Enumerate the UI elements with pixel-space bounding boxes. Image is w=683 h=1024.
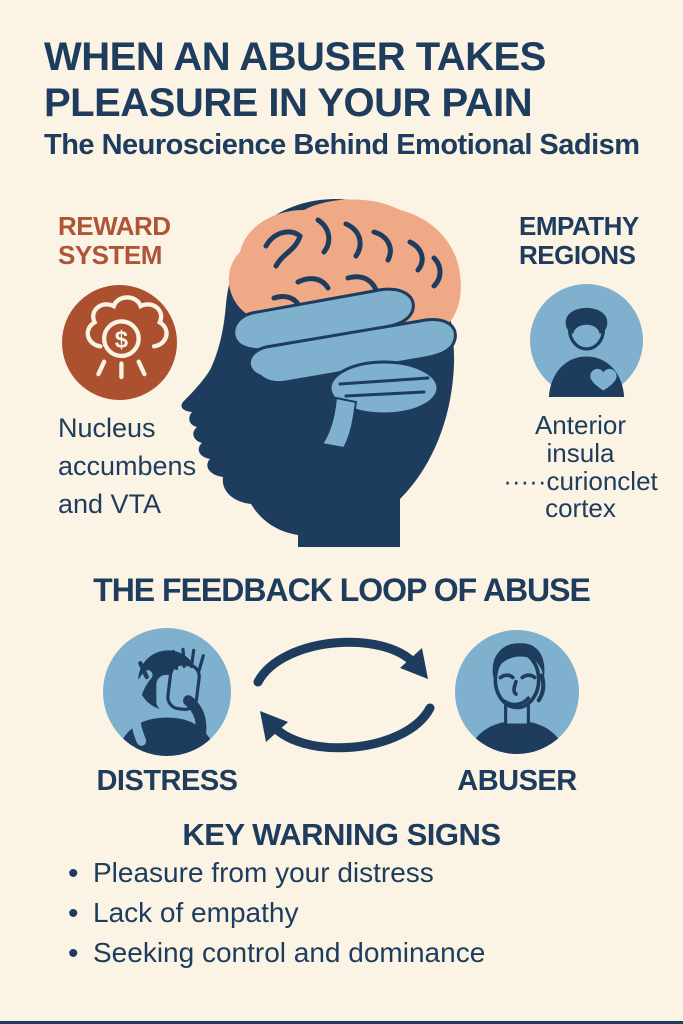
- head-profile-brain-illustration: [178, 198, 482, 547]
- empathy-regions-heading: EMPATHY REGIONS: [519, 211, 639, 271]
- distressed-person-icon: [103, 628, 231, 756]
- brain-reward-dollar-icon: $: [62, 285, 177, 400]
- warning-list-item: Lack of empathy: [60, 897, 620, 930]
- empathy-caption-line: cortex: [545, 493, 616, 524]
- abuser-label: ABUSER: [457, 765, 577, 797]
- svg-text:$: $: [115, 326, 128, 353]
- warning-list-item: Seeking control and dominance: [60, 937, 620, 970]
- bottom-edge-divider: [0, 1021, 683, 1024]
- empathy-caption-line: Anterior: [534, 410, 627, 440]
- feedback-loop-heading: THE FEEDBACK LOOP OF ABUSE: [93, 572, 591, 608]
- empathy-regions-caption: Anterior insula ·····curionclet cortex: [478, 410, 683, 524]
- reward-system-heading: REWARD SYSTEM: [58, 211, 171, 271]
- cycle-arrows-icon: [247, 622, 441, 768]
- reward-regions-caption: Nucleus accumbens and VTA: [58, 413, 197, 519]
- empathy-caption-line: ·····curionclet: [503, 465, 658, 496]
- person-heart-icon: [530, 284, 643, 397]
- empathy-caption-line: insula: [546, 437, 615, 468]
- page-subtitle: The Neuroscience Behind Emotional Sadism: [44, 129, 640, 161]
- distress-label: DISTRESS: [96, 765, 238, 797]
- key-warning-signs-heading: KEY WARNING SIGNS: [182, 817, 501, 852]
- warning-signs-list: Pleasure from your distress Lack of empa…: [60, 857, 620, 977]
- smirking-abuser-icon: [455, 630, 579, 754]
- warning-list-item: Pleasure from your distress: [60, 857, 620, 890]
- page-title: WHEN AN ABUSER TAKES PLEASURE IN YOUR PA…: [44, 35, 546, 126]
